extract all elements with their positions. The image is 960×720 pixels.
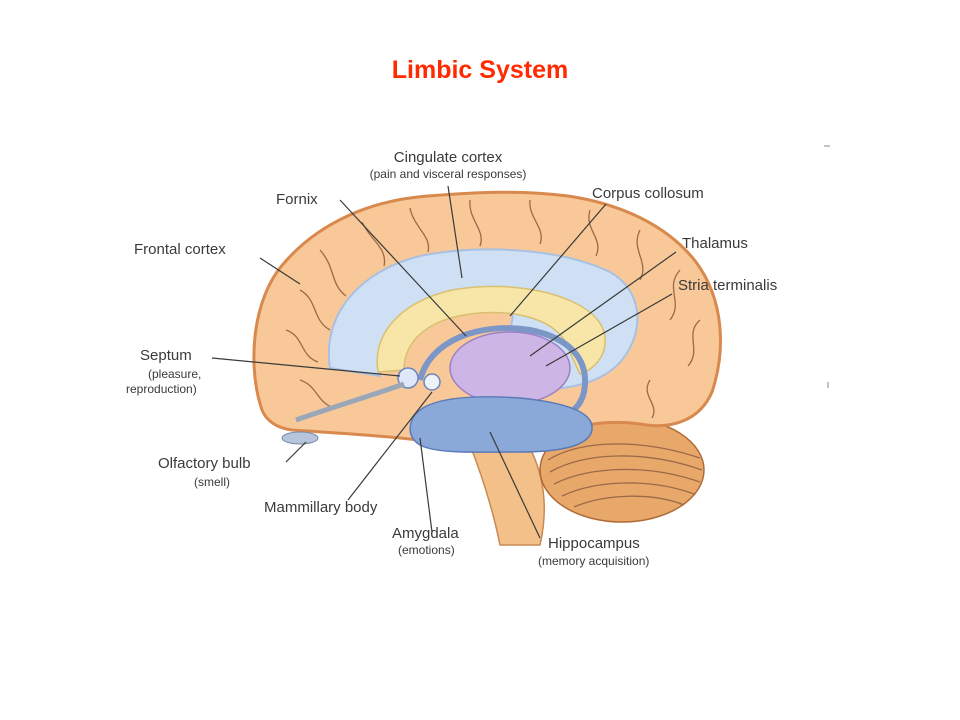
label-septum-note2: reproduction) xyxy=(126,382,197,396)
leader-olfactory xyxy=(285,441,307,463)
label-amygdala-note: (emotions) xyxy=(398,543,455,557)
leader-thalamus xyxy=(529,251,677,357)
label-frontal: Frontal cortex xyxy=(134,241,226,258)
diagram-title: Limbic System xyxy=(391,56,569,84)
label-septum-note1: (pleasure, xyxy=(148,367,201,381)
leader-cingulate xyxy=(447,185,463,279)
hippocampus-region xyxy=(409,396,593,453)
leader-fornix xyxy=(339,199,467,337)
label-hippocampus-name: Hippocampus xyxy=(548,535,640,552)
leader-stria xyxy=(545,293,673,367)
corpus-callosum-region xyxy=(376,285,606,375)
label-fornix: Fornix xyxy=(276,191,318,208)
leader-amygdala xyxy=(419,437,433,533)
label-stria: Stria terminalis xyxy=(678,277,777,294)
labels: Cingulate cortex (pain and visceral resp… xyxy=(126,149,777,568)
leader-septum xyxy=(211,357,401,377)
mammillary-node xyxy=(423,373,441,391)
cerebral-cortex xyxy=(252,190,722,447)
label-amygdala-name: Amygdala xyxy=(392,525,459,542)
label-thalamus: Thalamus xyxy=(682,235,748,252)
leader-frontal xyxy=(259,257,301,285)
label-septum-name: Septum xyxy=(140,347,192,364)
brain-stem xyxy=(466,439,546,546)
cortex-folds xyxy=(285,199,701,419)
olfactory-tract xyxy=(295,381,405,423)
leader-hippocampus xyxy=(489,431,541,539)
label-olfactory-note: (smell) xyxy=(194,475,230,489)
label-hippocampus-note: (memory acquisition) xyxy=(538,554,649,568)
label-corpus: Corpus collosum xyxy=(592,185,704,202)
label-olfactory-name: Olfactory bulb xyxy=(158,455,251,472)
label-mammillary: Mammillary body xyxy=(264,499,378,516)
leader-mammillary xyxy=(347,391,433,501)
leader-lines xyxy=(211,185,677,539)
olfactory-bulb-shape xyxy=(281,431,319,445)
label-cingulate-note: (pain and visceral responses) xyxy=(370,167,527,181)
leader-corpus xyxy=(509,203,607,317)
thalamus-region xyxy=(449,331,571,405)
label-cingulate-name: Cingulate cortex xyxy=(394,149,503,166)
